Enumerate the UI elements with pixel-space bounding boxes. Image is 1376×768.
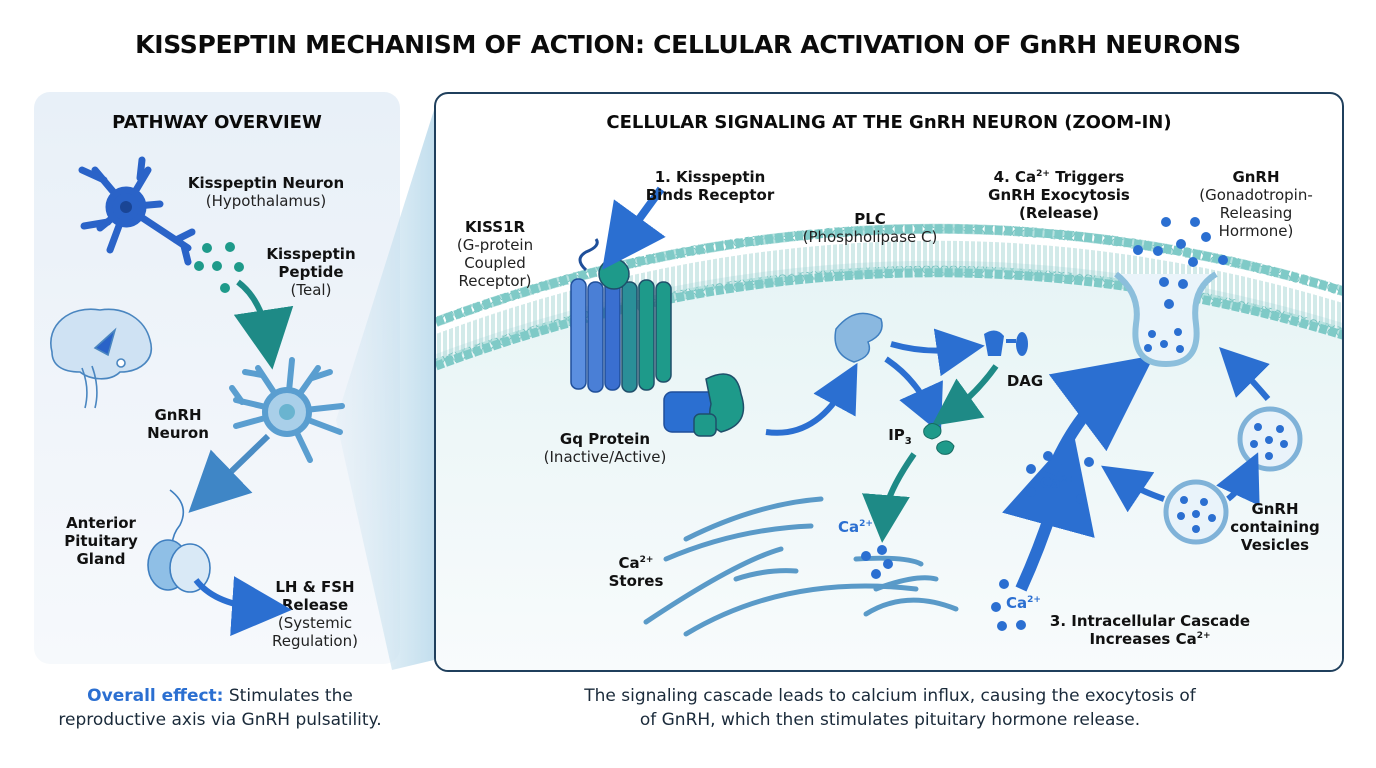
- cell-membrane-art: [436, 186, 1342, 670]
- cascade-summary-caption: The signaling cascade leads to calcium i…: [584, 686, 1196, 730]
- released-gnrh-dots: [1133, 217, 1228, 309]
- overall-effect-caption: Overall effect: Stimulates the reproduct…: [58, 686, 382, 730]
- dag-to-ip3-arrow: [931, 364, 999, 427]
- ip3-icon: [923, 423, 955, 455]
- kisspeptin-peptide-label: Kisspeptin Peptide (Teal): [266, 245, 356, 299]
- brain-icon: [50, 308, 153, 409]
- vesicle-to-ca-arrow: [1101, 465, 1166, 513]
- vesicle-move-arrow: [1216, 452, 1260, 506]
- step4-label: 4. Ca2+ Triggers GnRH Exocytosis (Releas…: [988, 168, 1130, 222]
- gnrh-hormone-label: GnRH (Gonadotropin- Releasing Hormone): [1199, 168, 1313, 240]
- dag-label: DAG: [1006, 372, 1044, 390]
- gq-to-plc-arrow: [765, 362, 858, 436]
- ca-ion-label-cytosol: Ca2+: [1040, 474, 1075, 492]
- ca-ion-label-influx: Ca2+: [1006, 594, 1041, 612]
- ip3-to-er-arrow: [862, 452, 917, 543]
- ca-rise-arrow-lower: [1002, 432, 1095, 592]
- peptide-dots-icon: [194, 242, 244, 293]
- vesicle-fusion-arrow: [1219, 347, 1271, 401]
- gq-protein-label: Gq Protein (Inactive/Active): [543, 430, 667, 466]
- kisspeptin-neuron-icon: [78, 156, 196, 266]
- pituitary-gland-icon: [147, 489, 211, 593]
- pathway-overview-heading: PATHWAY OVERVIEW: [112, 112, 322, 133]
- step3-label: 3. Intracellular Cascade Increases Ca2+: [1049, 612, 1251, 648]
- calcium-ions-er: [861, 545, 893, 579]
- dag-icon: [984, 330, 1028, 356]
- cellular-signaling-panel: [434, 92, 1344, 672]
- lh-fsh-release-label: LH & FSH Release (Systemic Regulation): [272, 578, 358, 650]
- kisspeptin-neuron-label: Kisspeptin Neuron (Hypothalamus): [187, 174, 345, 210]
- pituitary-label: Anterior Pituitary Gland: [64, 514, 138, 568]
- binding-arrow: [602, 186, 666, 270]
- ca-ion-label-er: Ca2+: [838, 518, 873, 536]
- neuron-to-pituitary-arrow: [188, 433, 271, 513]
- gnrh-neuron-label: GnRH Neuron: [147, 406, 209, 442]
- plc-to-dag-arrow: [890, 328, 985, 377]
- gq-protein-icon: [663, 373, 745, 437]
- pituitary-release-arrow: [193, 576, 292, 637]
- plc-enzyme-icon: [834, 312, 883, 363]
- plc-to-ip3-arrow: [884, 356, 943, 434]
- ca-stores-label: Ca2+ Stores: [608, 554, 664, 590]
- step1-label: 1. Kisspeptin Binds Receptor: [645, 168, 775, 204]
- gnrh-neuron-icon: [229, 357, 345, 463]
- er-calcium-stores-icon: [643, 496, 959, 637]
- ip3-label: IP3: [888, 426, 912, 447]
- exocytosis-site-icon: [1114, 271, 1218, 368]
- vesicles-label: GnRH containing Vesicles: [1230, 500, 1320, 554]
- page-title: KISSPEPTIN MECHANISM OF ACTION: CELLULAR…: [135, 30, 1241, 59]
- cellular-signaling-heading: CELLULAR SIGNALING AT THE GnRH NEURON (Z…: [606, 112, 1172, 133]
- kiss1r-label: KISS1R (G-protein Coupled Receptor): [456, 218, 534, 290]
- plc-label: PLC (Phospholipase C): [802, 210, 938, 246]
- calcium-ions-cytosol: [991, 451, 1094, 631]
- ca-rise-arrow-upper: [1045, 355, 1155, 477]
- peptide-arrow: [233, 279, 294, 370]
